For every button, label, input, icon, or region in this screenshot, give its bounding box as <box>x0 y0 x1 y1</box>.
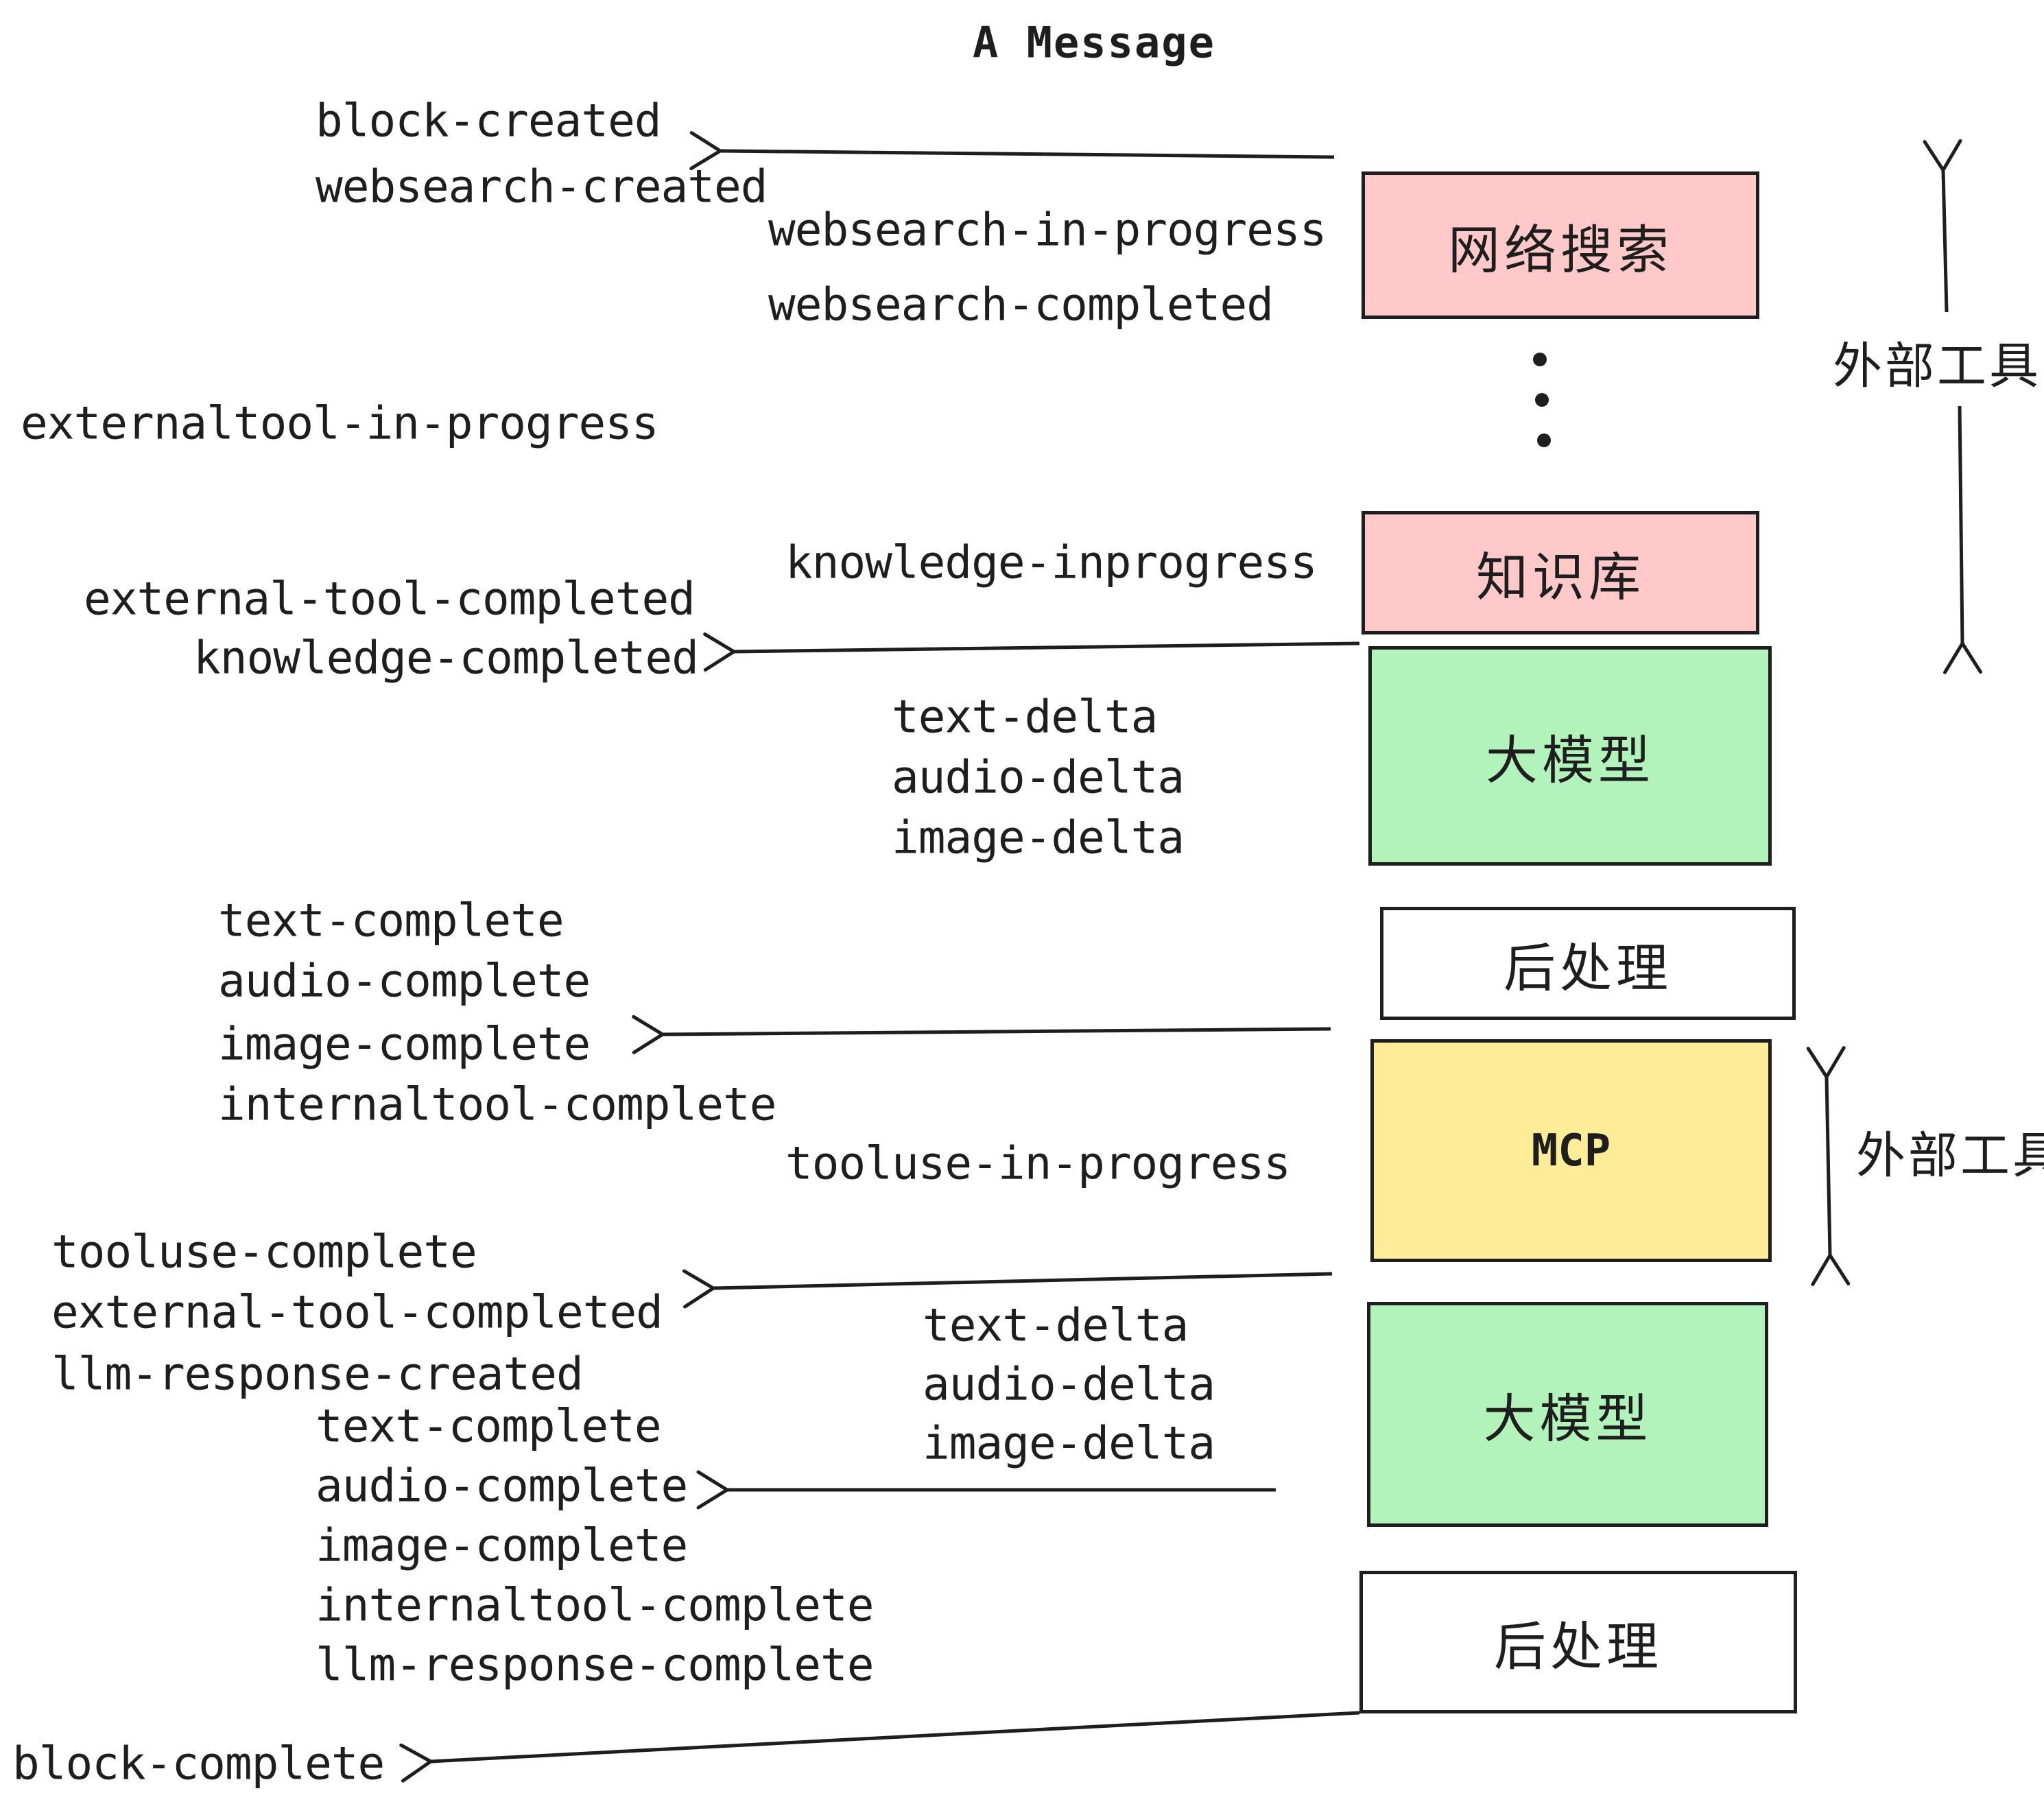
diagram-title: A Message <box>973 17 1215 68</box>
llm-box-2: 大模型 <box>1367 1302 1768 1527</box>
arrow-to-external-tool-completed <box>682 1269 1333 1309</box>
event-label-image-complete-2: image-complete <box>316 1519 688 1572</box>
event-label-internaltool-complete-2: internaltool-complete <box>316 1578 874 1632</box>
external-tools-up-arrow <box>1923 139 1962 313</box>
llm-box-1-label: 大模型 <box>1486 730 1654 791</box>
event-label-text-complete: text-complete <box>218 894 565 947</box>
mcp-box-label: MCP <box>1531 1125 1611 1176</box>
mcp-box: MCP <box>1370 1039 1772 1262</box>
event-label-tooluse-in-progress: tooluse-in-progress <box>785 1137 1291 1190</box>
event-label-llm-response-created: llm-response-created <box>51 1347 584 1401</box>
event-label-audio-complete-2: audio-complete <box>316 1459 688 1512</box>
external-tools-label-2: 外部工具 <box>1856 1126 2044 1185</box>
postprocess-box-2: 后处理 <box>1359 1571 1797 1713</box>
event-label-text-delta: text-delta <box>892 690 1158 744</box>
event-label-llm-response-complete: llm-response-complete <box>316 1638 874 1692</box>
event-label-knowledge-completed: knowledge-completed <box>193 631 699 685</box>
event-label-internaltool-complete: internaltool-complete <box>218 1078 776 1131</box>
event-label-image-complete: image-complete <box>218 1017 591 1071</box>
llm-box-2-label: 大模型 <box>1483 1388 1652 1449</box>
event-label-block-complete: block-complete <box>12 1737 385 1790</box>
websearch-box-label: 网络搜索 <box>1448 219 1673 281</box>
event-label-audio-delta-2: audio-delta <box>923 1357 1215 1411</box>
arrow-to-knowledge-completed <box>703 632 1360 672</box>
ellipsis-dots <box>1533 353 1551 447</box>
knowledge-box: 知识库 <box>1362 511 1759 634</box>
event-label-externaltool-in-progress: externaltool-in-progress <box>21 396 659 450</box>
arrow-to-image-complete <box>632 1014 1331 1054</box>
event-label-websearch-in-progress: websearch-in-progress <box>768 203 1327 257</box>
postprocess-box-1-label: 后处理 <box>1504 937 1672 999</box>
websearch-box: 网络搜索 <box>1362 171 1759 319</box>
arrow-to-block-complete <box>399 1711 1360 1783</box>
event-label-text-delta-2: text-delta <box>923 1298 1189 1352</box>
event-label-websearch-created: websearch-created <box>316 160 768 213</box>
event-label-websearch-completed: websearch-completed <box>768 278 1274 331</box>
arrow-to-block-created <box>689 131 1335 171</box>
event-label-image-delta: image-delta <box>892 811 1185 864</box>
event-label-audio-complete: audio-complete <box>218 954 591 1008</box>
knowledge-box-label: 知识库 <box>1476 547 1645 608</box>
llm-box-1: 大模型 <box>1368 646 1772 866</box>
external-tools-double-arrow <box>1806 1046 1851 1286</box>
event-label-tooluse-complete: tooluse-complete <box>51 1225 477 1279</box>
external-tools-label-1: 外部工具 <box>1833 337 2042 395</box>
event-label-image-delta-2: image-delta <box>923 1416 1215 1470</box>
postprocess-box-2-label: 后处理 <box>1494 1616 1663 1677</box>
event-label-block-created: block-created <box>316 94 662 147</box>
event-label-knowledge-inprogress: knowledge-inprogress <box>785 536 1318 589</box>
external-tools-down-arrow <box>1942 405 1982 674</box>
event-label-audio-delta: audio-delta <box>892 750 1185 804</box>
postprocess-box-1: 后处理 <box>1380 907 1796 1020</box>
event-label-external-tool-completed: external-tool-completed <box>84 572 696 626</box>
event-label-external-tool-completed-2: external-tool-completed <box>51 1285 663 1339</box>
event-label-text-complete-2: text-complete <box>316 1399 662 1453</box>
